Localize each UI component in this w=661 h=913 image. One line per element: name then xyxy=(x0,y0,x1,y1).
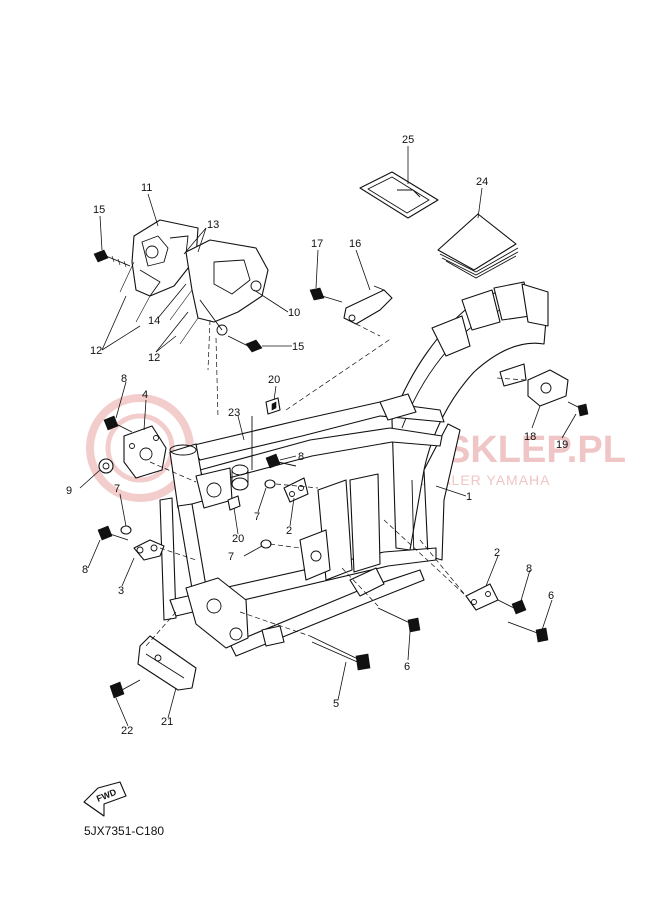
callout-16: 16 xyxy=(349,238,361,250)
callout-20-b: 20 xyxy=(232,533,244,545)
callout-5: 5 xyxy=(333,698,339,710)
callout-7-c: 7 xyxy=(228,551,234,563)
part-21-cover xyxy=(137,635,197,691)
part-20-clip-a xyxy=(265,397,281,415)
leader-lines xyxy=(79,146,577,727)
fwd-arrow-icon: FWD xyxy=(83,781,127,817)
part-7-collar-c xyxy=(260,539,272,549)
part-6-bolt-a xyxy=(377,607,421,633)
callouts: 25 24 11 15 13 17 16 10 14 15 12 12 20 8… xyxy=(66,134,568,737)
part-25-labels xyxy=(437,213,519,279)
part-8-bolt-c xyxy=(265,453,297,469)
callout-4: 4 xyxy=(142,389,148,401)
callout-6-a: 6 xyxy=(404,661,410,673)
callout-7-b: 7 xyxy=(254,511,260,523)
part-5-bolt xyxy=(309,635,371,671)
callout-12-b: 12 xyxy=(148,352,160,364)
callout-17: 17 xyxy=(311,238,323,250)
part-11-bracket xyxy=(119,219,199,323)
part-7-collar-a xyxy=(120,525,132,535)
part-4-bracket xyxy=(123,425,167,479)
diagram-code: 5JX7351-C180 xyxy=(84,824,164,838)
callout-8-d: 8 xyxy=(526,563,532,575)
callout-8-a: 8 xyxy=(121,373,127,385)
callout-15-a: 15 xyxy=(93,204,105,216)
part-17-bolt xyxy=(309,287,343,303)
part-8-bolt-b xyxy=(97,525,129,541)
part-9-nut xyxy=(98,458,114,474)
part-24-plate xyxy=(359,171,439,219)
part-16-bracket xyxy=(343,285,393,325)
part-2-plate-a xyxy=(283,477,309,503)
callout-18: 18 xyxy=(524,431,536,443)
callout-25: 24 xyxy=(476,176,488,188)
guide-lines xyxy=(145,319,527,647)
part-15-bolt-b xyxy=(227,335,263,353)
part-19-bolt xyxy=(567,401,589,417)
main-frame xyxy=(159,281,549,657)
part-7-collar-b xyxy=(264,479,276,489)
part-20-clip-b xyxy=(227,495,241,511)
part-15-bolt-a xyxy=(93,249,131,268)
callout-22: 22 xyxy=(121,725,133,737)
part-3-bracket xyxy=(133,539,165,561)
callout-19: 19 xyxy=(556,439,568,451)
part-cap xyxy=(231,464,249,491)
callout-24: 25 xyxy=(402,134,414,146)
callout-7-a: 7 xyxy=(114,483,120,495)
callout-2-b: 2 xyxy=(494,547,500,559)
part-2-plate-b xyxy=(465,583,499,611)
callout-2-a: 2 xyxy=(286,525,292,537)
callout-8-c: 8 xyxy=(298,451,304,463)
callout-8-b: 8 xyxy=(82,564,88,576)
callout-10: 10 xyxy=(288,307,300,319)
callout-15-b: 15 xyxy=(292,341,304,353)
callout-1: 1 xyxy=(466,491,472,503)
part-8-bolt-d xyxy=(497,599,527,615)
callout-6-b: 6 xyxy=(548,590,554,602)
callout-20-a: 20 xyxy=(268,374,280,386)
callout-23: 23 xyxy=(228,407,240,419)
callout-12-a: 12 xyxy=(90,345,102,357)
callout-9: 9 xyxy=(66,485,72,497)
part-18-mount xyxy=(527,369,569,407)
part-22-bolt xyxy=(109,679,141,699)
callout-14: 14 xyxy=(148,315,160,327)
callout-21: 21 xyxy=(161,716,173,728)
part-13-bracket xyxy=(169,239,269,345)
callout-3: 3 xyxy=(118,585,124,597)
part-8-bolt-a xyxy=(103,415,133,433)
part-6-bolt-b xyxy=(507,621,549,643)
callout-11: 11 xyxy=(141,182,152,194)
watermark-main: SKLEP.PL xyxy=(445,429,626,471)
callout-13: 13 xyxy=(207,219,219,231)
